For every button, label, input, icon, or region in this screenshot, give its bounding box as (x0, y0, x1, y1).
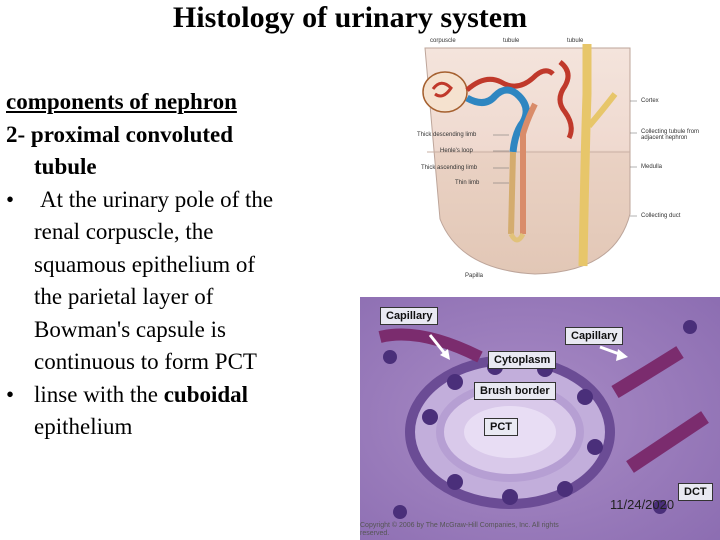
label-cortex: Cortex (641, 98, 659, 104)
label-brush-border: Brush border (474, 382, 556, 400)
label-cytoplasm: Cytoplasm (488, 351, 557, 369)
label-capillary-left: Capillary (380, 307, 439, 325)
bullet1-line: squamous epithelium of (34, 251, 256, 277)
label-medulla: Medulla (641, 164, 663, 170)
numbered-item-line2: tubule (34, 154, 97, 179)
bullet-item-2: • linse with the cuboidal epithelium (6, 379, 346, 444)
numbered-item-line1: 2- proximal convoluted (6, 121, 234, 147)
bullet1-line: renal corpuscle, the (34, 219, 214, 244)
bullet-item-1: • At the urinary pole of the renal corpu… (6, 184, 346, 379)
nephron-illustration (422, 44, 637, 275)
slide-body: components of nephron 2- proximal convol… (6, 86, 346, 444)
label-tubule: tubule (567, 38, 584, 44)
bullet1-line: At the urinary pole of the (40, 186, 274, 212)
micrograph-image (360, 297, 720, 540)
label-capillary-right: Capillary (565, 327, 624, 345)
bullet-glyph: • (6, 381, 15, 407)
copyright-notice: Copyright © 2006 by The McGraw-Hill Comp… (360, 522, 559, 537)
label-thick-ascending: Thick ascending limb (421, 165, 478, 171)
bullet2-text: linse with the (34, 381, 164, 407)
bullet1-line: continuous to form PCT (34, 349, 257, 374)
label-thick-descending: Thick descending limb (417, 132, 477, 138)
label-pct: PCT (484, 418, 518, 436)
bullet1-line: the parietal layer of (34, 284, 214, 309)
label-dct: DCT (678, 483, 713, 501)
pct-micrograph: Capillary Capillary Cytoplasm Brush bord… (360, 297, 720, 540)
section-heading: components of nephron (6, 89, 237, 114)
bullet1-line: Bowman's capsule is (34, 316, 226, 342)
bullet2-line2: epithelium (34, 414, 133, 439)
label-thin-limb: Thin limb (455, 180, 480, 186)
nephron-diagram: corpuscle tubule tubule Cortex Collectin… (405, 34, 720, 286)
label-corpuscle: corpuscle (430, 38, 456, 44)
bullet2-bold-text: cuboidal (163, 381, 249, 407)
label-collecting-tubule: Collecting tubule from adjacent nephron (641, 129, 700, 141)
label-collecting-duct: Collecting duct (641, 213, 681, 219)
bullet-glyph: • (6, 186, 15, 212)
label-tubule: tubule (503, 38, 520, 44)
label-papilla: Papilla (465, 273, 484, 279)
label-henle: Henle's loop (440, 148, 473, 154)
slide-title: Histology of urinary system (172, 1, 528, 34)
numbered-item: 2- proximal convoluted tubule (6, 119, 346, 184)
slide-date: 11/24/2020 (610, 497, 675, 512)
